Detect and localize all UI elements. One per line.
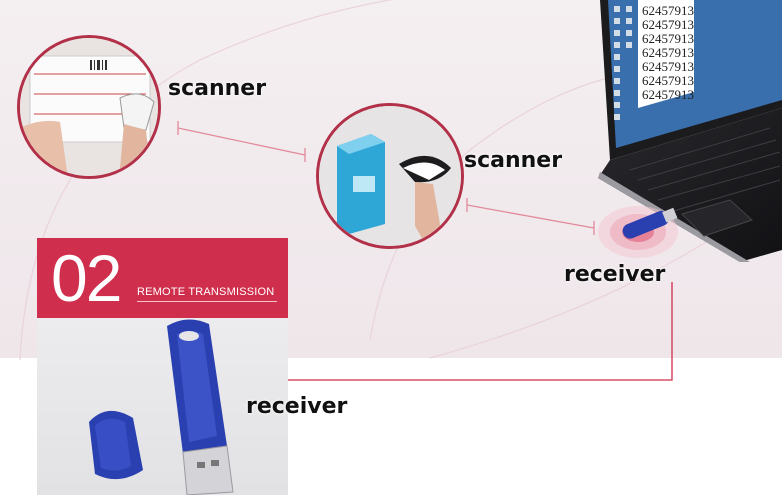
panel-title: REMOTE TRANSMISSION bbox=[137, 286, 275, 298]
screen-code-line: 62457913 bbox=[642, 73, 694, 88]
receiver-label-laptop: receiver bbox=[564, 262, 666, 287]
screen-codes: 62457913 62457913 62457913 62457913 6245… bbox=[642, 4, 694, 102]
screen-code-line: 62457913 bbox=[642, 59, 694, 74]
scanner-label-photo bbox=[17, 35, 161, 179]
scanner-label-2: scanner bbox=[464, 148, 563, 173]
panel-title-underline bbox=[137, 301, 277, 302]
screen-code-line: 62457913 bbox=[642, 87, 694, 102]
scanner-box-photo bbox=[316, 103, 464, 249]
receiver-signal-image bbox=[598, 206, 678, 258]
scanner-label-1: scanner bbox=[168, 76, 267, 101]
screen-code-line: 62457913 bbox=[642, 17, 694, 32]
screen-code-line: 62457913 bbox=[642, 31, 694, 46]
screen-code-line: 62457913 bbox=[642, 3, 694, 18]
panel-number: 02 bbox=[51, 241, 122, 315]
laptop-image bbox=[598, 0, 782, 262]
remote-transmission-panel: 02 REMOTE TRANSMISSION bbox=[37, 238, 288, 496]
panel-header: 02 REMOTE TRANSMISSION bbox=[37, 238, 288, 318]
usb-receiver-image bbox=[89, 319, 234, 496]
screen-code-line: 62457913 bbox=[642, 45, 694, 60]
panel-body bbox=[37, 318, 288, 496]
receiver-label-panel: receiver bbox=[246, 394, 348, 419]
